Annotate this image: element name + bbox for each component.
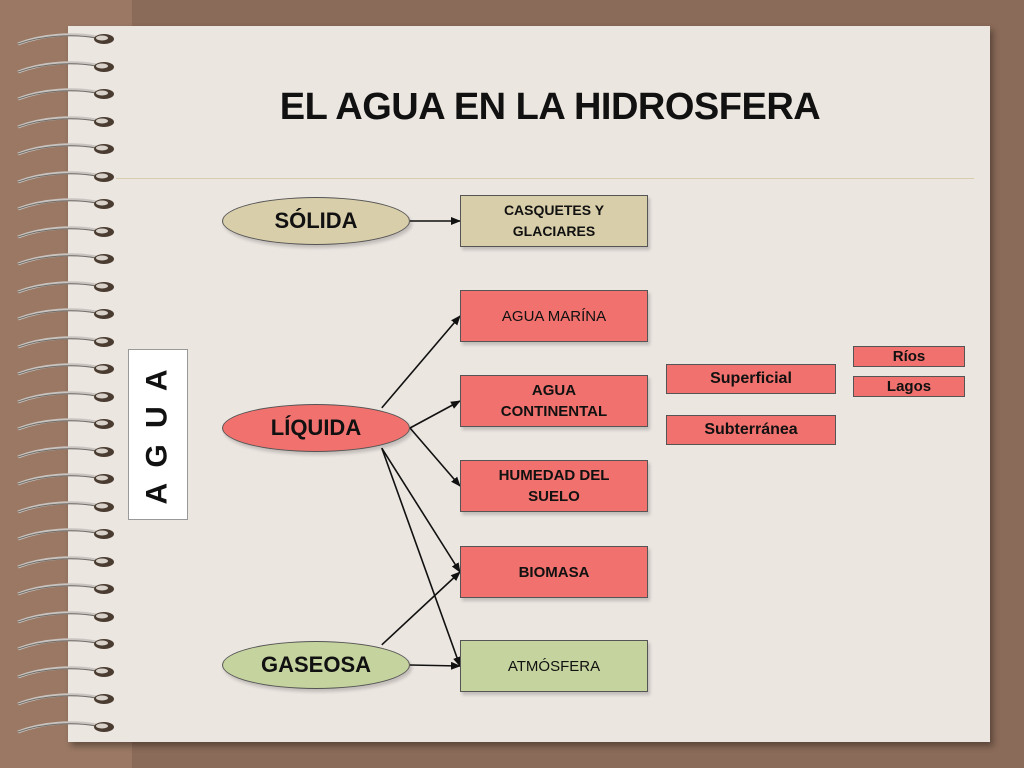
spiral-ring (17, 170, 114, 183)
spiral-ring (17, 528, 114, 541)
surface-lagos: Lagos (853, 376, 965, 397)
spiral-ring (17, 60, 114, 73)
spiral-ring (17, 610, 114, 623)
spiral-ring (17, 280, 114, 293)
title-divider (116, 178, 974, 179)
surface-rios: Ríos (853, 346, 965, 367)
spiral-ring (17, 143, 114, 156)
continental-subterranea: Subterránea (666, 415, 836, 445)
root-node-agua: A G U A (128, 349, 188, 520)
spiral-ring (17, 418, 114, 431)
reservoir-agua-marina: AGUA MARÍNA (460, 290, 648, 342)
state-node-liquida: LÍQUIDA (222, 404, 410, 452)
state-node-gaseosa: GASEOSA (222, 641, 410, 689)
spiral-ring (17, 33, 114, 46)
reservoir-biomasa: BIOMASA (460, 546, 648, 598)
spiral-ring (17, 115, 114, 128)
state-node-solida: SÓLIDA (222, 197, 410, 245)
spiral-ring (17, 638, 114, 651)
spiral-ring (17, 88, 114, 101)
spiral-ring (17, 225, 114, 238)
spiral-ring (17, 693, 114, 706)
spiral-ring (17, 335, 114, 348)
spiral-ring (17, 583, 114, 596)
spiral-ring (17, 720, 114, 733)
spiral-ring (17, 390, 114, 403)
spiral-ring (17, 665, 114, 678)
reservoir-atmosfera: ATMÓSFERA (460, 640, 648, 692)
spiral-ring (17, 473, 114, 486)
spiral-ring (17, 198, 114, 211)
root-label: A G U A (141, 364, 175, 505)
page-title: EL AGUA EN LA HIDROSFERA (279, 86, 821, 128)
spiral-ring (17, 363, 114, 376)
reservoir-humedad-del-suelo: HUMEDAD DEL SUELO (460, 460, 648, 512)
spiral-ring (17, 445, 114, 458)
reservoir-agua-continental: AGUA CONTINENTAL (460, 375, 648, 427)
reservoir-casquetes-glaciares: CASQUETES Y GLACIARES (460, 195, 648, 247)
spiral-ring (17, 308, 114, 321)
continental-superficial: Superficial (666, 364, 836, 394)
spiral-ring (17, 500, 114, 513)
spiral-ring (17, 555, 114, 568)
spiral-ring (17, 253, 114, 266)
